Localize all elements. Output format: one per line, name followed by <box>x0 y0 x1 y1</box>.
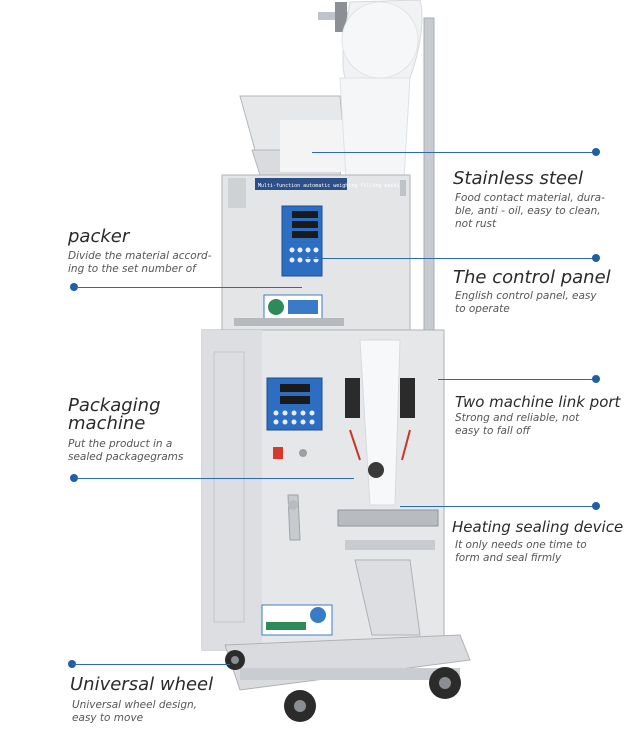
callout-line-packaging <box>74 478 354 479</box>
packaging-unit <box>201 329 445 651</box>
packaging-machine-desc: Put the product in a sealed packagegrams <box>68 438 184 463</box>
callout-dot-control <box>592 254 600 262</box>
packer-unit: Multi-function automatic weighing fillin… <box>221 174 411 331</box>
callout-dot-link <box>592 375 600 383</box>
machine-banner: Multi-function automatic weighing fillin… <box>258 183 406 189</box>
heating-sealing-desc: It only needs one time to form and seal … <box>455 539 587 564</box>
universal-wheel-title: Universal wheel <box>70 674 214 695</box>
packer-title: packer <box>68 226 130 247</box>
packaging-machine-title: Packaging machine <box>68 395 161 434</box>
packer-desc: Divide the material accord- ing to the s… <box>68 250 212 275</box>
callout-line-stainless <box>312 152 596 153</box>
machine-base <box>224 634 471 691</box>
heating-sealing-title: Heating sealing device <box>452 518 624 536</box>
hopper <box>239 95 348 176</box>
callout-line-heating <box>400 506 596 507</box>
wheel-icon <box>225 650 461 722</box>
callout-line-control <box>306 258 596 259</box>
universal-wheel-desc: Universal wheel design, easy to move <box>72 699 197 724</box>
callout-line-packer <box>74 287 302 288</box>
stainless-steel-title: Stainless steel <box>453 168 584 189</box>
link-port-title: Two machine link port <box>455 393 621 411</box>
callout-line-link <box>438 379 596 380</box>
control-panel-title: The control panel <box>453 267 611 288</box>
callout-dot-heating <box>592 502 600 510</box>
support-post <box>423 17 435 341</box>
control-panel-desc: English control panel, easy to operate <box>455 290 597 315</box>
callout-dot-stainless <box>592 148 600 156</box>
film-roll <box>318 0 423 79</box>
callout-line-wheel <box>72 664 230 665</box>
link-port-desc: Strong and reliable, not easy to fall of… <box>455 412 580 437</box>
stainless-steel-desc: Food contact material, dura- ble, anti -… <box>455 192 605 230</box>
